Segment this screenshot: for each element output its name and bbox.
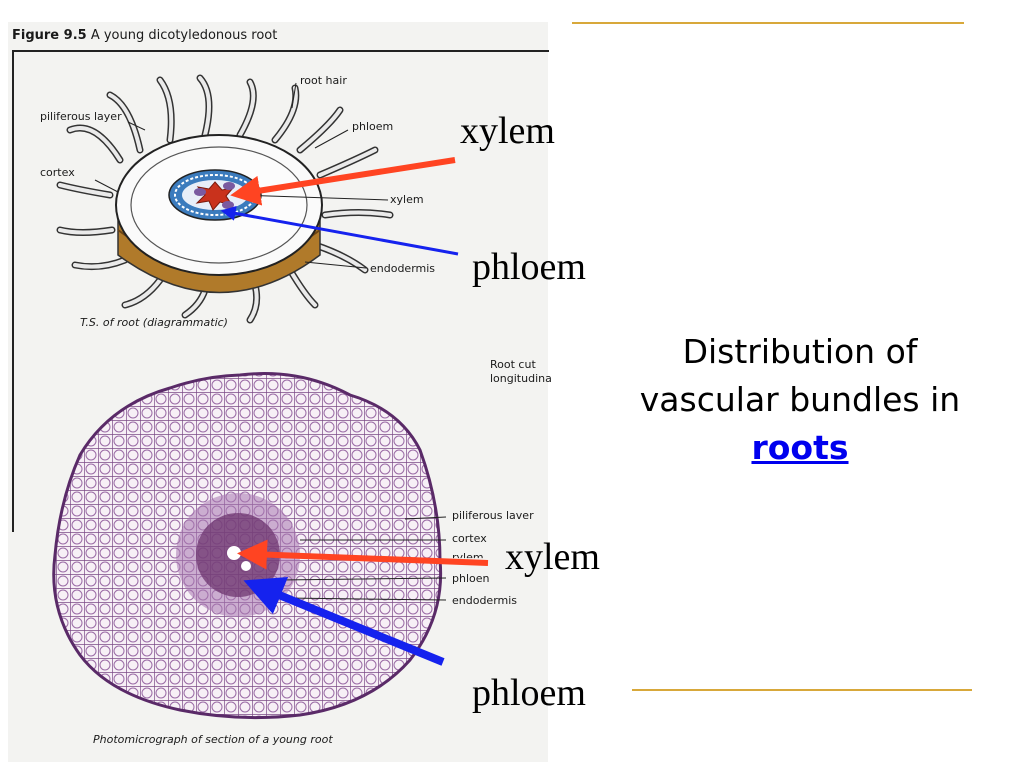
- figure-caption: Figure 9.5 A young dicotyledonous root: [12, 28, 277, 43]
- roots-link[interactable]: roots: [751, 428, 849, 467]
- label-cortex-diagram: cortex: [40, 166, 75, 179]
- phloem-arrow-top: [220, 205, 459, 256]
- side-note-line2: longitudina: [490, 372, 552, 385]
- figure-frame: [12, 50, 549, 532]
- title-line-2: vascular bundles in: [639, 380, 961, 419]
- figure-title: A young dicotyledonous root: [90, 28, 278, 43]
- top-accent-rule: [572, 22, 964, 24]
- annotation-phloem-top: phloem: [472, 246, 586, 288]
- figure-number: Figure 9.5: [12, 28, 87, 43]
- xylem-arrow-top: [230, 157, 456, 206]
- label-piliferous-layer: piliferous layer: [40, 110, 122, 123]
- photo-caption: Photomicrograph of section of a young ro…: [93, 733, 333, 746]
- annotation-xylem-top: xylem: [460, 110, 555, 152]
- side-note-line1: Root cut: [490, 358, 536, 371]
- label-phloem-photo: phloen: [452, 572, 490, 585]
- label-endodermis-photo: endodermis: [452, 594, 518, 607]
- xylem-arrow-bottom: [237, 539, 489, 570]
- label-xylem-diagram: xylem: [390, 193, 424, 206]
- label-cortex-photo: cortex: [452, 532, 487, 545]
- label-piliferous-layer-photo: piliferous laver: [452, 509, 534, 522]
- label-xylem-photo: rylem: [452, 551, 484, 564]
- annotation-arrows: [220, 157, 489, 666]
- title-line-1: Distribution of: [682, 332, 918, 371]
- root-cross-section-diagram: [56, 74, 394, 324]
- label-phloem-diagram: phloem: [352, 120, 394, 133]
- diagram-caption: T.S. of root (diagrammatic): [80, 316, 228, 329]
- label-endodermis-diagram: endodermis: [370, 262, 436, 275]
- bottom-accent-rule: [632, 689, 972, 691]
- phloem-arrow-bottom: [243, 577, 445, 666]
- annotation-phloem-bottom: phloem: [472, 672, 586, 714]
- root-photomicrograph: [52, 372, 447, 720]
- label-root-hair: root hair: [300, 74, 347, 87]
- annotation-xylem-bottom: xylem: [505, 536, 600, 578]
- slide-title: Distribution of vascular bundles in root…: [580, 328, 1020, 472]
